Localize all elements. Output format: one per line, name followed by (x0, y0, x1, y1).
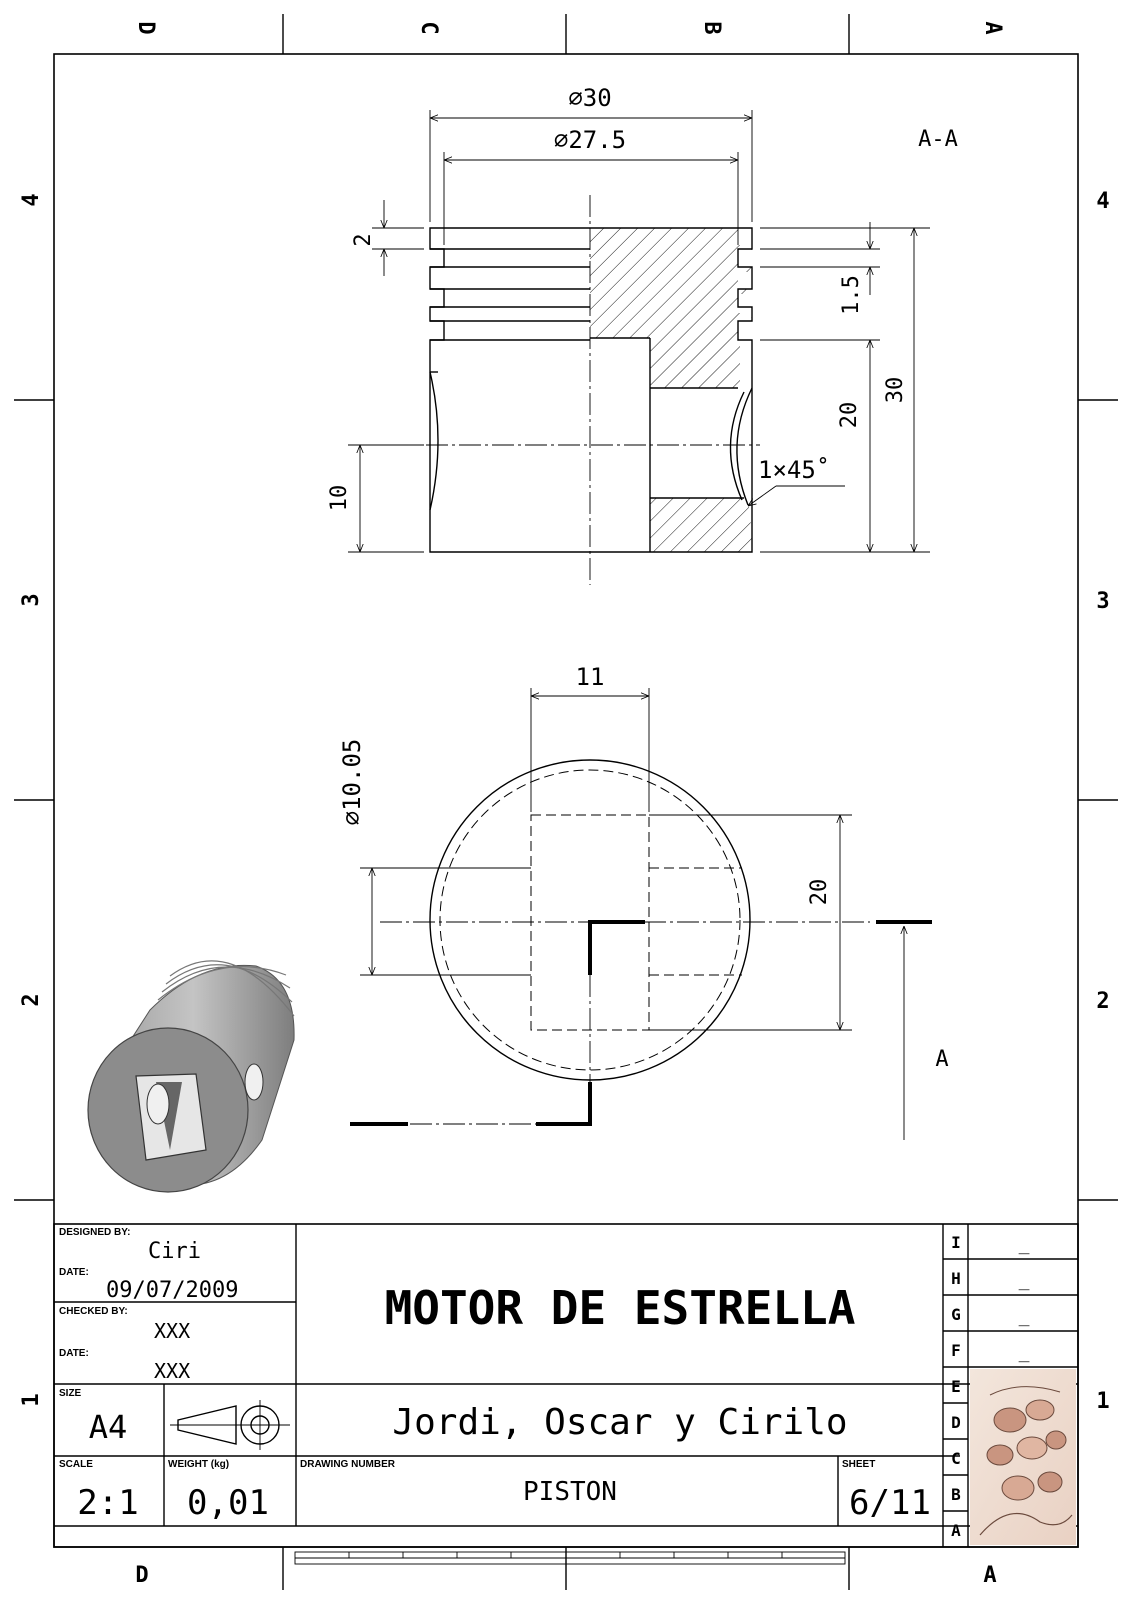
weight-value: 0,01 (187, 1483, 269, 1523)
inner-circle-hidden (439, 769, 741, 1071)
dim-chamfer: 1×45˚ (758, 456, 830, 484)
scale-label: SCALE (59, 1459, 93, 1470)
title-block: DESIGNED BY: Ciri DATE: 09/07/2009 CHECK… (53, 1223, 1079, 1548)
checked-by-label: CHECKED BY: (59, 1306, 128, 1317)
rev-value-f: _ (1019, 1342, 1030, 1363)
zone-number-left-1: 1 (19, 1393, 44, 1406)
zone-number-left-2: 2 (19, 993, 44, 1006)
drawing-title: MOTOR DE ESTRELLA (385, 1281, 856, 1335)
date2-label: DATE: (59, 1348, 89, 1359)
dim-groove: 2 (351, 233, 376, 246)
zone-number-right-4: 4 (1096, 189, 1109, 214)
scale-ruler (294, 1551, 846, 1565)
sketch-logo-image (970, 1369, 1076, 1545)
rev-letter-i: I (951, 1233, 961, 1252)
piston-right-outline (590, 227, 753, 553)
section-view: A-A ∅30 ∅27.5 (327, 84, 958, 585)
zone-numbers-right: 4 3 2 1 (1096, 189, 1109, 1414)
rev-letter-d: D (951, 1413, 961, 1432)
rev-value-i: _ (1019, 1234, 1030, 1255)
top-view: A 11 ∅10.05 20 (338, 663, 949, 1140)
rev-letter-b: B (951, 1485, 961, 1504)
dim-land: 1.5 (839, 275, 864, 315)
zone-number-right-2: 2 (1096, 989, 1109, 1014)
zone-letter-bottom-d: D (135, 1563, 148, 1588)
rev-letter-g: G (951, 1305, 961, 1324)
rev-letter-e: E (951, 1377, 961, 1396)
dim-pin-dia: ∅10.05 (338, 739, 366, 826)
isometric-piston-image (87, 960, 295, 1193)
date1-value: 09/07/2009 (106, 1278, 238, 1303)
zone-letters-top: D C B A (133, 21, 1005, 34)
dim-pin-height: 10 (327, 485, 352, 512)
zone-number-left-4: 4 (19, 193, 44, 206)
size-value: A4 (89, 1408, 128, 1446)
date2-value: XXX (154, 1359, 190, 1383)
zone-numbers-left: 4 3 2 1 (19, 193, 44, 1406)
checked-by-value: XXX (154, 1319, 190, 1343)
sheet-value: 6/11 (849, 1483, 931, 1523)
hatch-skirt (650, 498, 754, 552)
zone-letter-bottom-a: A (983, 1563, 996, 1588)
projection-symbol-icon (170, 1400, 290, 1450)
authors: Jordi, Oscar y Cirilo (392, 1402, 847, 1443)
zone-letter-top-b: B (699, 21, 724, 34)
rev-letter-a: A (951, 1521, 961, 1540)
dim-pin-slot: 11 (576, 663, 605, 691)
cutting-plane (588, 920, 645, 975)
scale-value: 2:1 (77, 1483, 138, 1523)
date1-label: DATE: (59, 1267, 89, 1278)
sheet-label: SHEET (842, 1459, 875, 1470)
rev-letter-c: C (951, 1449, 961, 1468)
view-label: A (935, 1047, 948, 1072)
dim-total-height: 30 (883, 377, 908, 404)
weight-label: WEIGHT (kg) (168, 1459, 229, 1470)
zone-number-right-1: 1 (1096, 1389, 1109, 1414)
drawing-number-label: DRAWING NUMBER (300, 1459, 396, 1470)
drawing-number-value: PISTON (523, 1477, 617, 1507)
section-label: A-A (918, 127, 958, 152)
rev-value-h: _ (1019, 1270, 1030, 1291)
size-label: SIZE (59, 1388, 82, 1399)
zone-letter-top-c: C (416, 21, 441, 34)
zone-number-left-3: 3 (19, 593, 44, 606)
zone-letter-top-a: A (980, 21, 1005, 34)
zone-letter-top-d: D (133, 21, 158, 34)
piston-left-outline (429, 227, 590, 553)
dim-boss: 20 (807, 879, 832, 906)
zone-number-right-3: 3 (1096, 589, 1109, 614)
dim-dia-inner: ∅27.5 (554, 126, 626, 154)
revision-letters: I H G F E D C B A (951, 1233, 961, 1540)
designed-by-label: DESIGNED BY: (59, 1227, 131, 1238)
zone-letters-bottom: D A (135, 1563, 996, 1588)
dim-dia-outer: ∅30 (568, 84, 611, 112)
dim-skirt: 20 (837, 402, 862, 429)
rev-letter-h: H (951, 1269, 961, 1288)
rev-letter-f: F (951, 1341, 961, 1360)
hatch-crown (590, 228, 752, 388)
designed-by-value: Ciri (148, 1239, 201, 1264)
rev-value-g: _ (1019, 1306, 1030, 1327)
